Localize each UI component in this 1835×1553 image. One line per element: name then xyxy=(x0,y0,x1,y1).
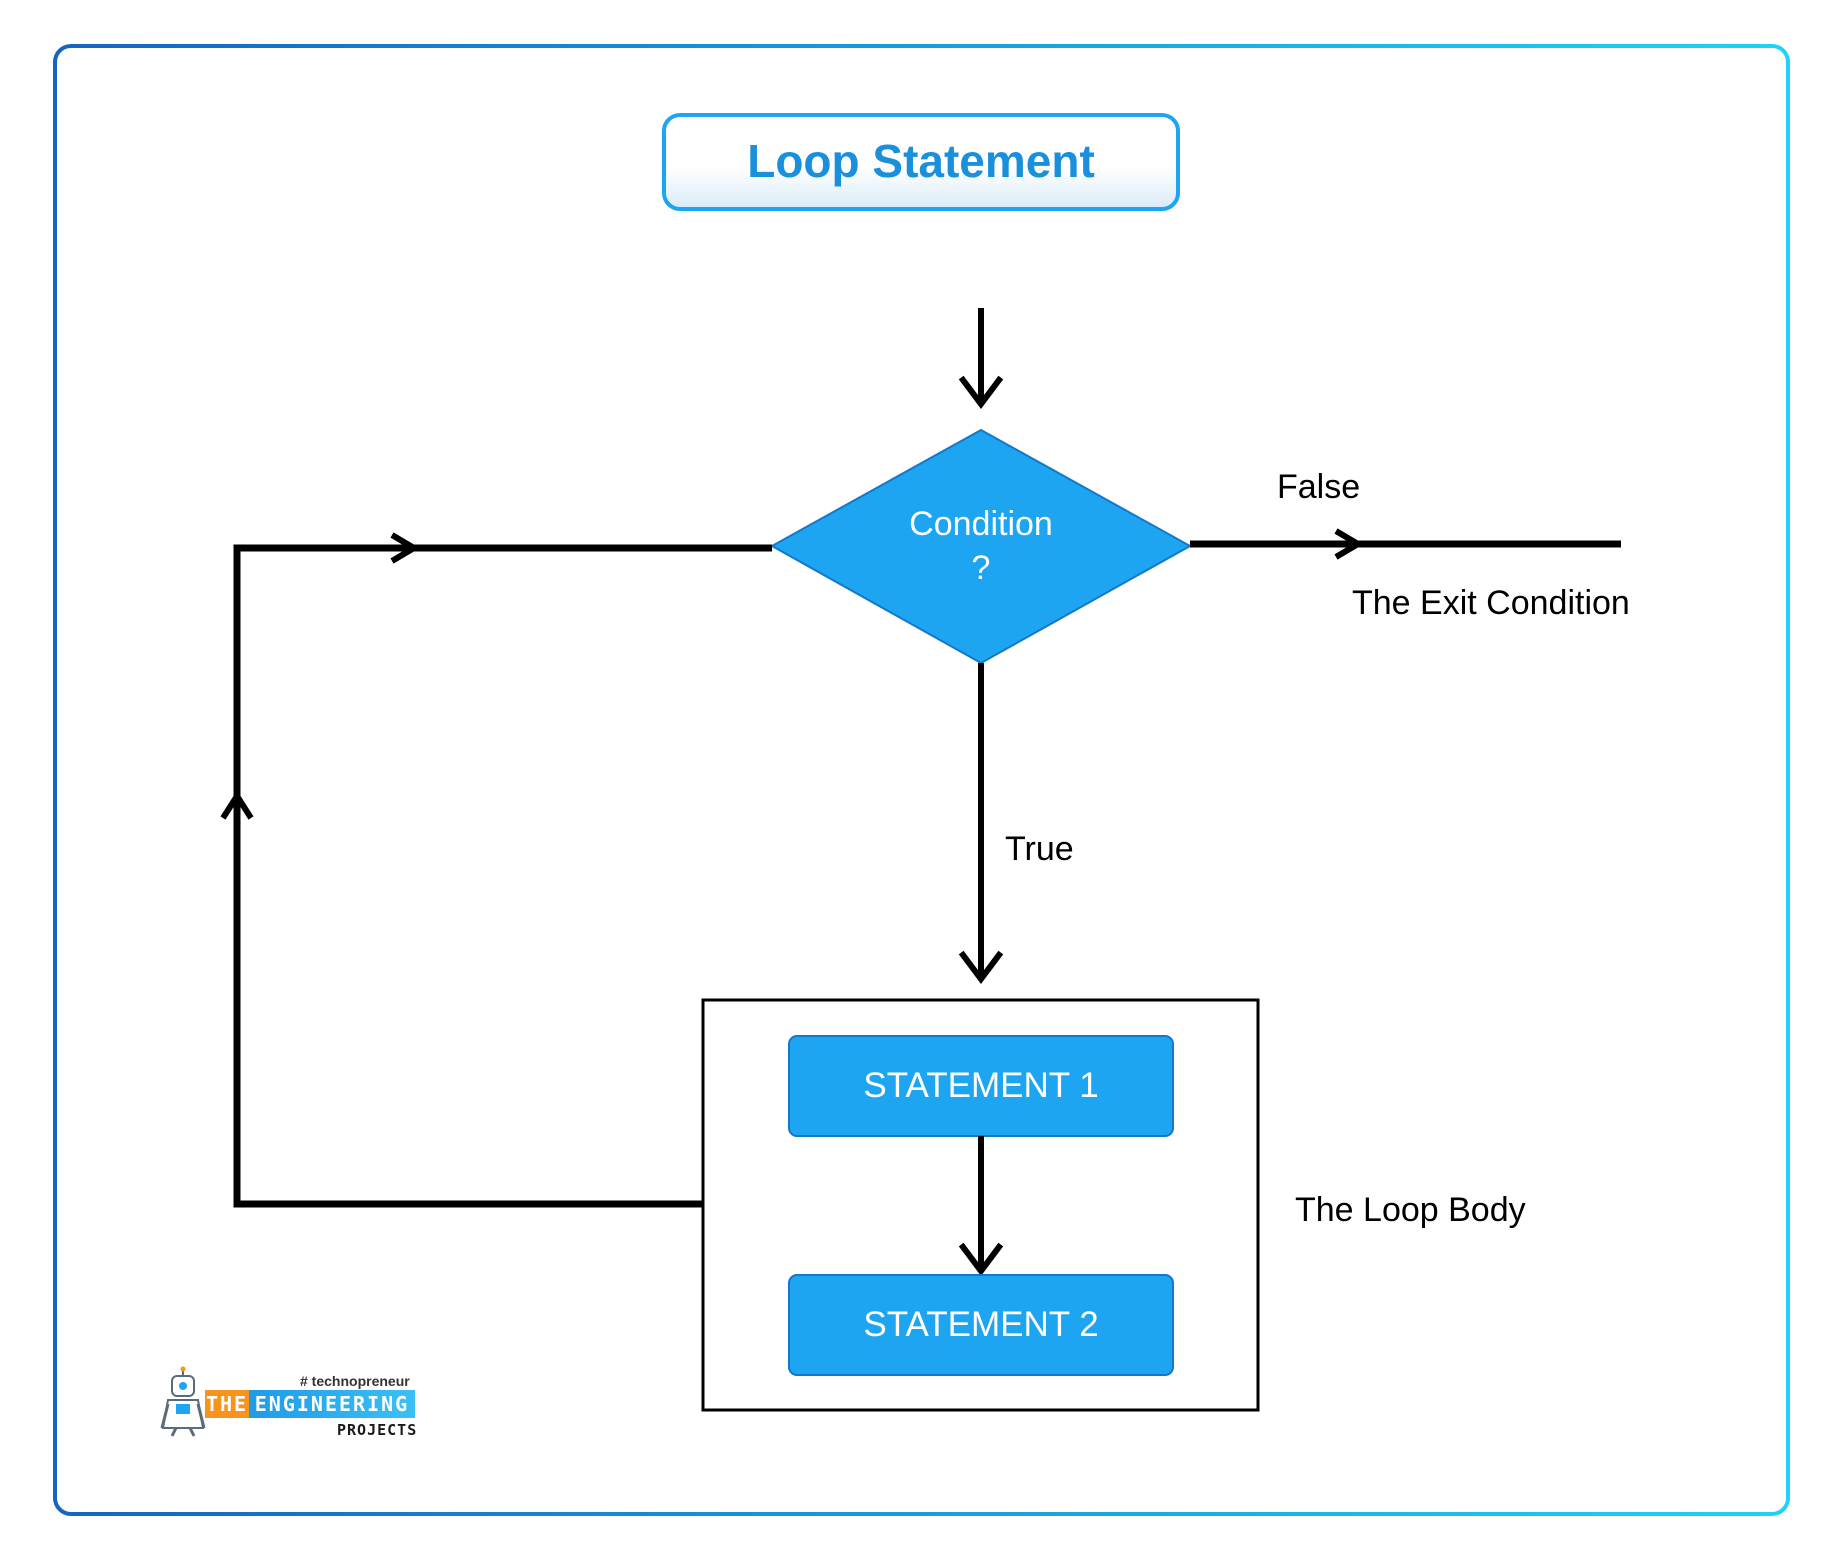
condition-label: Condition xyxy=(909,505,1053,543)
true-label: True xyxy=(1005,830,1074,868)
condition-question-mark: ? xyxy=(972,549,991,587)
decision-diamond: Condition ? xyxy=(769,428,1193,665)
statement-1-box: STATEMENT 1 xyxy=(788,1035,1174,1137)
logo-projects: PROJECTS xyxy=(337,1421,417,1439)
outer-frame xyxy=(53,44,1790,1516)
engineering-projects-logo: # technopreneur THE ENGINEERING PROJECTS xyxy=(160,1366,417,1439)
true-arrow xyxy=(958,663,1004,984)
exit-condition-label: The Exit Condition xyxy=(1352,584,1630,622)
page-title: Loop Statement xyxy=(747,135,1095,187)
statement-2-box: STATEMENT 2 xyxy=(788,1274,1174,1376)
entry-arrow xyxy=(958,308,1004,409)
logo-tagline: # technopreneur xyxy=(300,1373,410,1389)
statement-arrow xyxy=(958,1136,1004,1276)
statement-1-label: STATEMENT 1 xyxy=(863,1066,1098,1105)
exit-arrow xyxy=(1190,528,1621,560)
robot-icon xyxy=(160,1366,206,1437)
title-box: Loop Statement xyxy=(662,113,1180,211)
loop-back-arrow xyxy=(220,532,772,1208)
logo-the: THE xyxy=(206,1392,248,1416)
loop-body-label: The Loop Body xyxy=(1295,1191,1526,1229)
false-label: False xyxy=(1277,468,1360,506)
logo-engineering: ENGINEERING xyxy=(255,1392,409,1416)
statement-2-label: STATEMENT 2 xyxy=(863,1305,1098,1344)
